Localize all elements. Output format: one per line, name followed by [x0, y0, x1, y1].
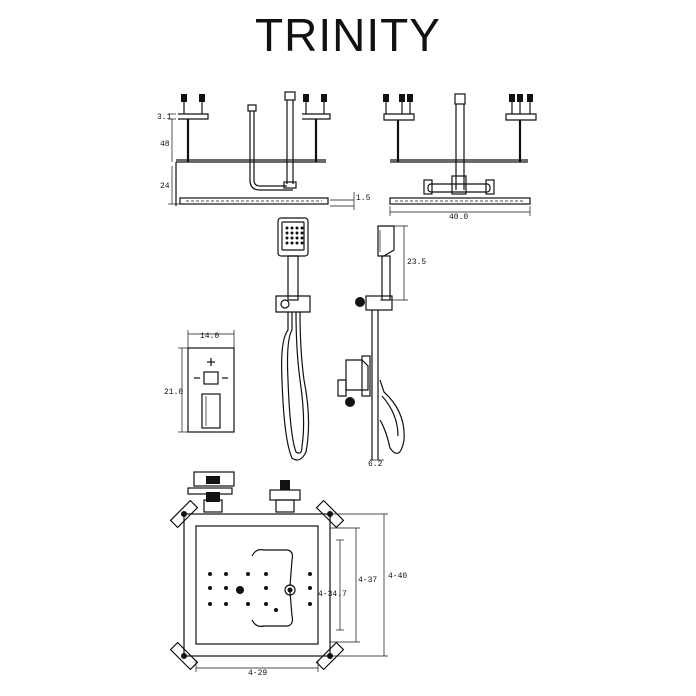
- wall-holder-side: [365, 295, 393, 311]
- ceiling-bracket-left-front: [383, 94, 415, 162]
- dim-3-1: 3.1: [157, 113, 172, 122]
- dim-4-29: 4-29: [248, 669, 267, 678]
- rough-in-box-top-view: 4-37 4-40 4-34.7 4-29: [169, 471, 407, 678]
- mounting-holes: [208, 572, 312, 612]
- diverter-knob: [203, 371, 219, 385]
- dim-6-2: 6.2: [368, 460, 383, 469]
- dim-1-5: 1.5: [356, 194, 371, 203]
- valve-trim-front-view: 14.0 21.0: [164, 330, 235, 433]
- valve-trim-plate: [187, 347, 235, 433]
- dim-14-0: 14.0: [200, 332, 219, 341]
- dim-21-0: 21.0: [164, 388, 183, 397]
- spray-nozzles: [285, 226, 304, 245]
- rain-head-plate-front: [389, 197, 531, 205]
- internal-pipe-upper: [251, 549, 294, 587]
- valve-lever-handle: [201, 393, 221, 429]
- supply-pipes: [247, 91, 297, 191]
- rough-in-box-frame: [183, 513, 331, 657]
- product-title: TRINITY: [255, 9, 441, 61]
- hand-shower-handle: [287, 255, 299, 301]
- inlet-fitting-top: [269, 480, 301, 513]
- hand-shower-side-view: 23.5 6.2: [337, 225, 426, 469]
- dim-24: 24: [160, 182, 170, 191]
- center-supply-pipe: [423, 93, 495, 195]
- rain-head-side-view: 3.1 48 24 1.5: [157, 91, 371, 210]
- rain-head-front-view: 40.0: [383, 93, 537, 222]
- valve-body-side: [345, 359, 369, 391]
- ceiling-bracket-left: [178, 94, 209, 162]
- dim-4-37: 4-37: [358, 576, 377, 585]
- ceiling-bracket-right: [302, 94, 331, 162]
- dim-4-34-7: 4-34.7: [318, 590, 347, 599]
- dim-48: 48: [160, 140, 170, 149]
- hand-shower-head-side: [377, 225, 395, 257]
- rain-head-plate: [179, 197, 329, 205]
- internal-valve: [284, 584, 296, 596]
- valve-fitting-top: [187, 471, 235, 513]
- dim-4-40: 4-40: [388, 572, 407, 581]
- dim-23-5: 23.5: [407, 258, 426, 267]
- wall-holder: [275, 295, 311, 313]
- ceiling-bracket-right-front: [505, 94, 537, 162]
- dim-40-0: 40.0: [449, 213, 468, 222]
- rough-in-box-inner: [195, 525, 319, 645]
- hand-shower-front-view: [275, 217, 311, 461]
